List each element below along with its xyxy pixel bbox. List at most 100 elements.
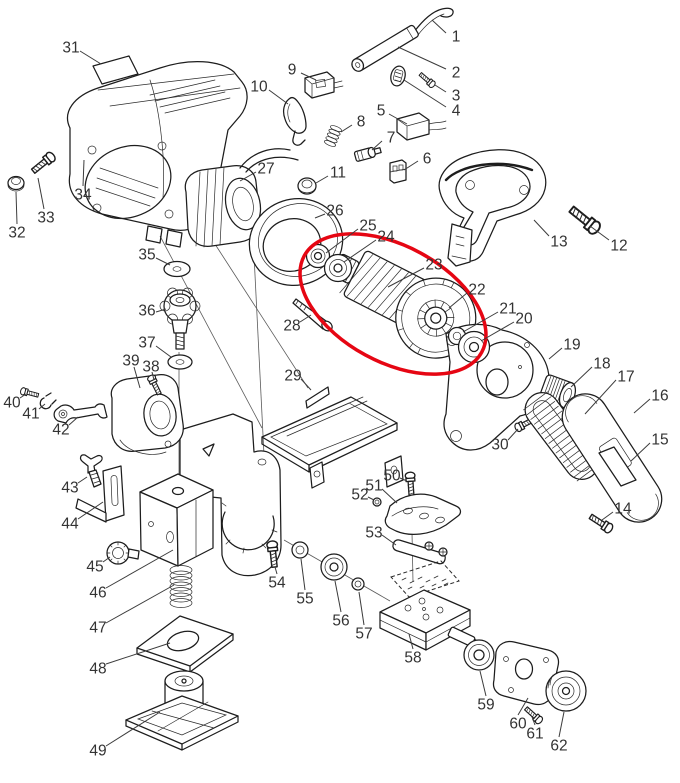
spring-8-shape — [324, 125, 342, 147]
leader-line-51 — [381, 488, 398, 504]
bearing-25-shape — [305, 243, 331, 269]
leader-line-57 — [358, 591, 365, 626]
leader-line-44 — [77, 501, 104, 520]
drive-belt-17-shape — [523, 391, 602, 482]
part-number-45: 45 — [86, 558, 103, 575]
leader-line-13 — [533, 219, 550, 237]
part-number-32: 32 — [8, 224, 25, 241]
part-number-21: 21 — [499, 300, 516, 317]
part-number-17: 17 — [617, 368, 634, 385]
leader-line-41 — [38, 403, 46, 410]
leader-line-56 — [334, 580, 342, 613]
part-number-58: 58 — [404, 649, 421, 666]
leader-line-47 — [105, 584, 175, 624]
part-number-1: 1 — [452, 28, 461, 45]
leader-line-6 — [403, 160, 419, 171]
screw-3-shape — [417, 70, 437, 90]
screw-50-shape — [404, 471, 418, 497]
part-number-37: 37 — [138, 334, 155, 351]
leader-line-15 — [630, 442, 651, 462]
part-number-14: 14 — [614, 500, 632, 517]
part-number-39: 39 — [122, 352, 139, 369]
plate-48-shape — [136, 615, 234, 673]
part-number-5: 5 — [377, 102, 386, 119]
leader-line-5 — [388, 113, 408, 125]
part-number-36: 36 — [138, 302, 155, 319]
part-number-13: 13 — [550, 233, 567, 250]
leader-line-26 — [314, 213, 326, 219]
part-number-33: 33 — [37, 209, 54, 226]
part-number-43: 43 — [61, 479, 78, 496]
washer-35-shape — [163, 260, 191, 278]
leader-line-22 — [448, 292, 468, 309]
leader-line-10 — [268, 89, 289, 105]
part-number-51: 51 — [365, 477, 382, 494]
part-number-11: 11 — [330, 164, 346, 181]
field-stator-27-shape — [184, 148, 299, 248]
part-number-4: 4 — [452, 102, 461, 119]
wing-bolt-43-shape — [79, 454, 103, 488]
leader-line-49 — [105, 711, 161, 747]
leader-line-58 — [408, 633, 414, 650]
leader-line-17 — [584, 379, 617, 415]
leader-line-12 — [589, 225, 610, 241]
part-number-9: 9 — [288, 61, 297, 78]
armature-23-gear-22-shape — [322, 250, 494, 359]
part-number-24: 24 — [377, 228, 395, 245]
leader-line-45 — [102, 556, 111, 563]
part-number-54: 54 — [268, 574, 286, 591]
terminal-block-5-shape — [396, 112, 447, 141]
leader-line-55 — [300, 558, 306, 591]
part-number-35: 35 — [138, 246, 155, 263]
leader-line-31 — [79, 50, 102, 65]
part-number-55: 55 — [296, 590, 313, 607]
part-number-28: 28 — [283, 317, 300, 334]
part-number-23: 23 — [425, 256, 442, 273]
part-number-6: 6 — [423, 150, 432, 167]
front-shoe-49-shape — [125, 670, 239, 751]
part-number-52: 52 — [351, 486, 368, 503]
leader-line-30 — [507, 428, 519, 441]
leader-line-2 — [397, 46, 447, 70]
part-number-8: 8 — [357, 113, 366, 130]
part-number-25: 25 — [359, 217, 376, 234]
connector-6-shape — [389, 159, 407, 184]
leader-line-35 — [155, 257, 171, 266]
fence-bracket-44-shape — [75, 465, 125, 523]
leader-line-1 — [431, 19, 447, 34]
part-number-3: 3 — [452, 87, 461, 104]
screw-40-shape — [19, 386, 40, 400]
leader-line-28 — [299, 314, 312, 323]
bearing-24-shape — [323, 253, 353, 283]
part-number-47: 47 — [89, 619, 106, 636]
blade-clamp-51-shape — [384, 493, 462, 535]
washer-37-shape — [167, 354, 193, 370]
rear-handle-13-shape — [438, 149, 547, 267]
part-number-30: 30 — [491, 436, 509, 453]
part-number-20: 20 — [515, 310, 533, 327]
part-number-12: 12 — [610, 237, 627, 254]
leader-line-61 — [531, 716, 536, 726]
part-number-27: 27 — [257, 160, 274, 177]
screw-33-shape — [29, 149, 58, 177]
leader-line-37 — [155, 345, 172, 358]
leader-line-54 — [274, 566, 278, 575]
cap-32-shape — [7, 175, 25, 192]
knob-36-shape — [159, 287, 201, 350]
part-number-38: 38 — [142, 358, 159, 375]
part-number-15: 15 — [651, 431, 668, 448]
part-number-50: 50 — [383, 467, 401, 484]
leader-line-24 — [343, 239, 377, 263]
part-number-29: 29 — [284, 367, 301, 384]
part-number-60: 60 — [509, 715, 527, 732]
part-number-16: 16 — [651, 387, 668, 404]
part-number-10: 10 — [250, 78, 268, 95]
bearing-59-shape — [463, 639, 495, 671]
leader-line-36 — [155, 308, 167, 313]
label-sticker-15-shape — [598, 446, 637, 487]
switch-9-shape — [304, 71, 344, 99]
leader-line-14 — [601, 511, 614, 521]
part-number-49: 49 — [89, 742, 106, 759]
nut-52-shape — [372, 497, 382, 507]
